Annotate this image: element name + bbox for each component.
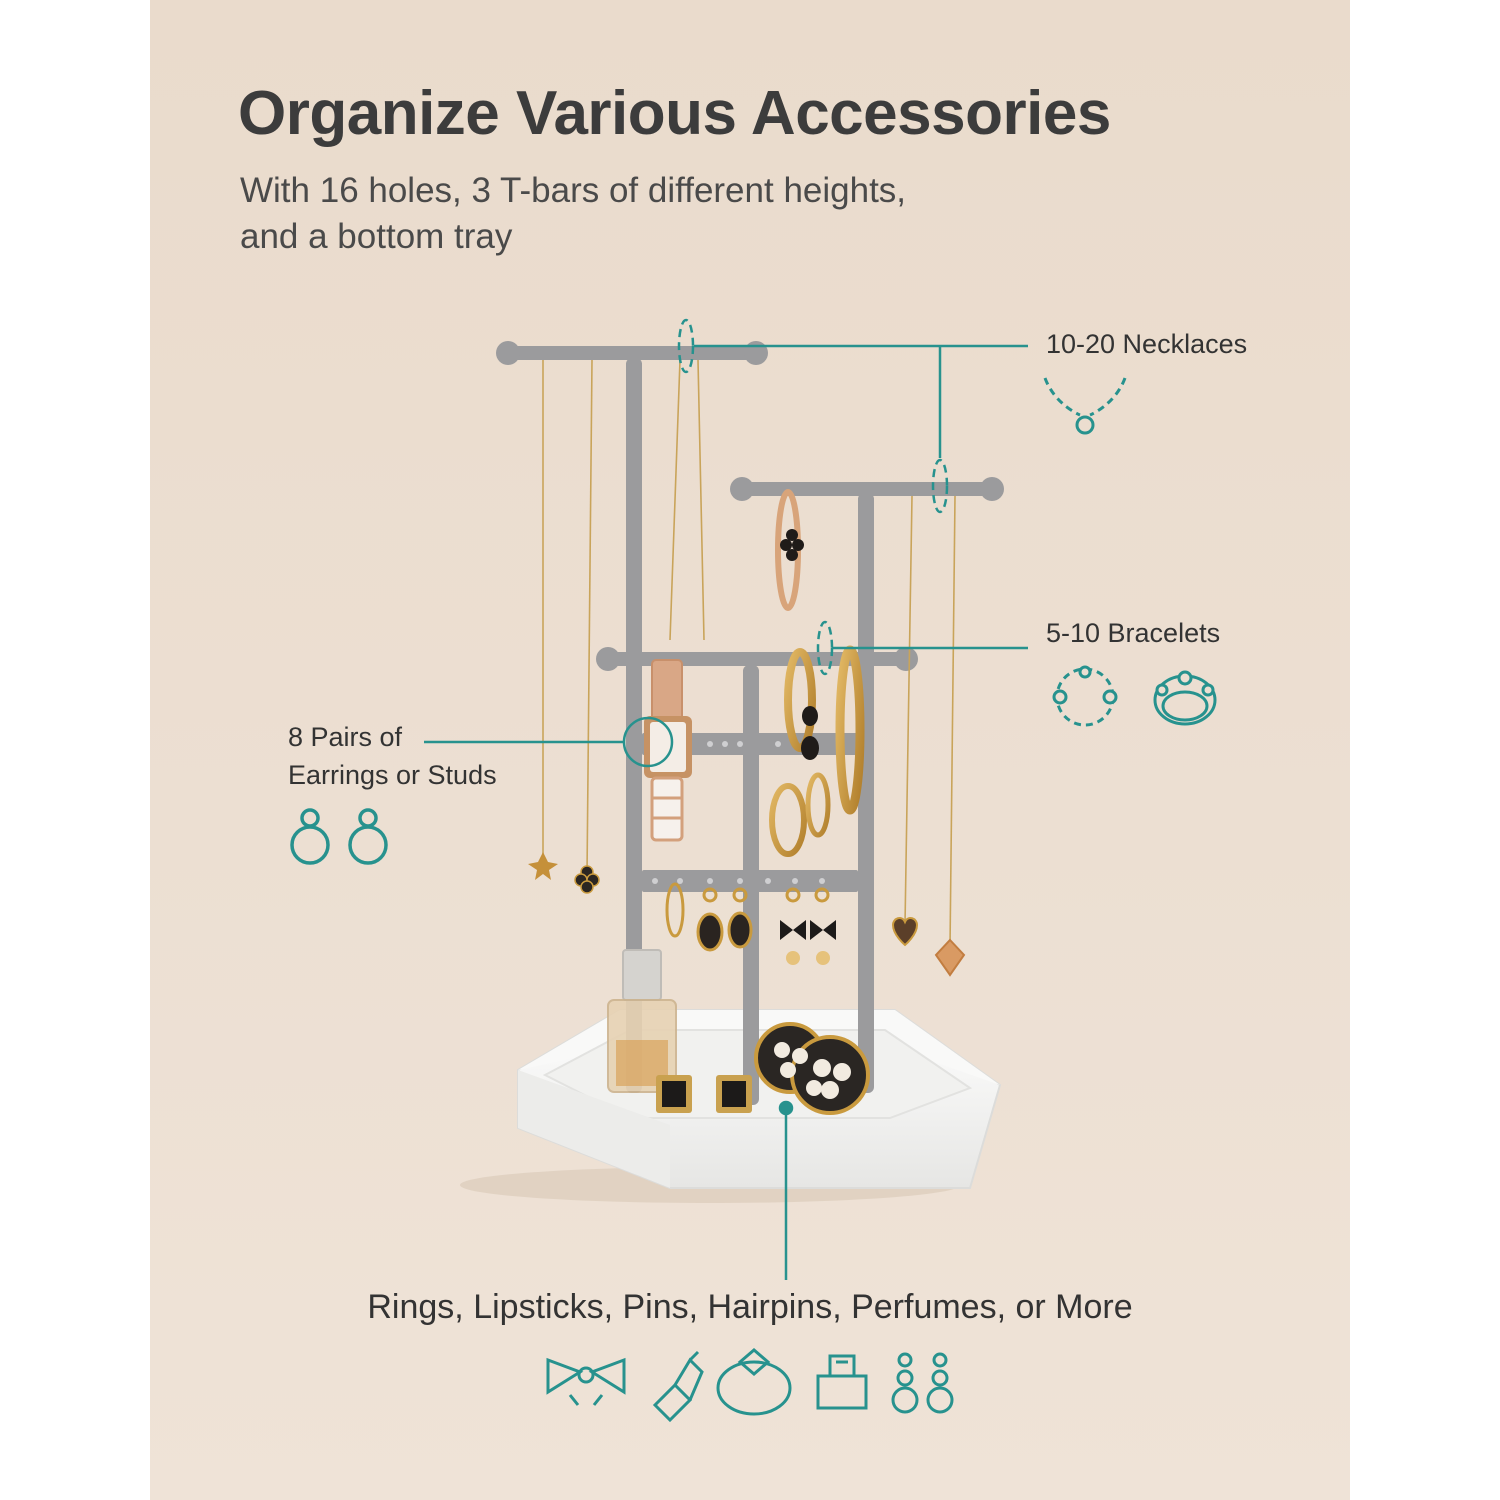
bangle-charm xyxy=(801,706,819,760)
subtitle-line-1: With 16 holes, 3 T-bars of different hei… xyxy=(240,171,907,210)
callout-lines xyxy=(424,318,1028,1280)
gold-bangles xyxy=(769,645,865,857)
lipstick-icon xyxy=(652,1350,704,1423)
necklaces xyxy=(542,359,956,949)
bracelet-top xyxy=(775,489,804,611)
earrings-callout: 8 Pairs of Earrings or Studs xyxy=(288,718,568,794)
perfume-bottle xyxy=(607,949,677,1093)
product-infographic: Organize Various Accessories With 16 hol… xyxy=(150,0,1350,1500)
ring-icon xyxy=(716,1348,792,1416)
necklace-pendants xyxy=(528,852,966,977)
bracelet-icon xyxy=(1052,665,1118,727)
bangle-icon xyxy=(1153,670,1217,726)
necklaces-callout: 10-20 Necklaces xyxy=(1046,329,1248,359)
drop-earring-icon xyxy=(891,1352,954,1414)
watch xyxy=(644,659,692,842)
pearl-brooches xyxy=(754,1022,870,1115)
headline-subtitle: With 16 holes, 3 T-bars of different hei… xyxy=(240,168,1040,260)
square-studs xyxy=(656,1075,752,1113)
necklace-icon xyxy=(1043,377,1127,435)
subtitle-line-2: and a bottom tray xyxy=(240,217,513,256)
earrings xyxy=(665,882,830,952)
headline-title: Organize Various Accessories xyxy=(238,79,1111,148)
tray-callout: Rings, Lipsticks, Pins, Hairpins, Perfum… xyxy=(367,1288,1133,1326)
earrings-callout-line-1: 8 Pairs of xyxy=(288,722,403,752)
perfume-icon xyxy=(816,1354,868,1410)
earrings-callout-line-2: Earrings or Studs xyxy=(288,760,497,790)
stand-frame xyxy=(496,341,1004,1105)
bracelets-callout: 5-10 Bracelets xyxy=(1046,618,1221,648)
earring-icon xyxy=(290,808,330,865)
bow-earrings xyxy=(780,920,836,965)
jewelry-stand-illustration xyxy=(290,318,1217,1423)
bow-hairpin-icon xyxy=(546,1357,626,1406)
earring-icon xyxy=(348,808,388,865)
